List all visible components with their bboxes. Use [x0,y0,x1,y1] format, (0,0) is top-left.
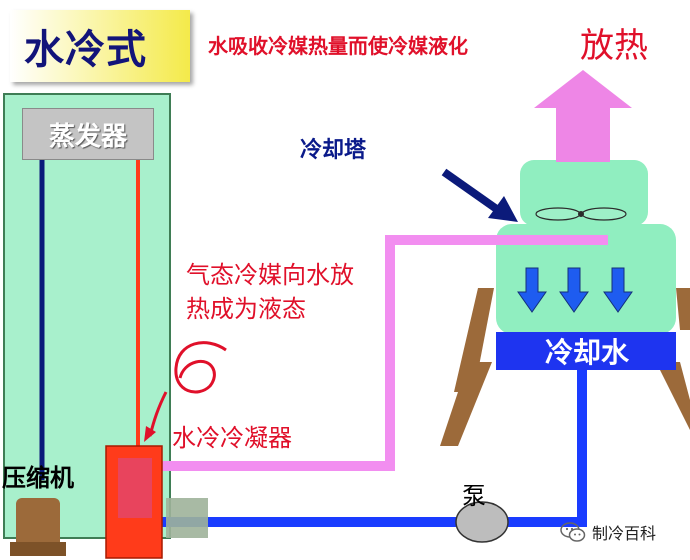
tower-leg-right-upper [676,288,690,330]
subtitle: 水吸收冷媒热量而使冷媒液化 [208,34,468,58]
evaporator-label: 蒸发器 [22,108,154,160]
gas-refrigerant-line1: 气态冷媒向水放 [186,261,354,289]
down-arrow-icon [603,267,633,313]
pump-body [455,501,509,543]
pump-label: 泵 [462,482,486,510]
condenser-label: 水冷冷凝器 [172,424,292,452]
page-title: 水冷式 [10,10,190,82]
down-arrow-icon [559,267,589,313]
condenser-coil [118,458,152,518]
tower-body [496,224,676,334]
compressor-body [16,498,60,550]
hot-water-pipe [124,235,608,471]
pointer-arrow-icon [441,168,518,222]
wechat-icon [560,522,586,542]
cooling-water-label: 冷却水 [544,336,629,369]
fan-icon [535,207,627,221]
down-arrow-icon [517,267,547,313]
tower-leg-right [656,362,690,430]
handwritten-six [174,341,227,394]
cooling-tower-label: 冷却塔 [300,138,367,163]
heat-release-label: 放热 [580,26,648,66]
pipe-fitting [166,498,208,538]
cooling-water-band [496,332,676,370]
compressor-base [10,542,66,556]
watermark-text: 制冷百科 [592,524,657,543]
gas-refrigerant-line2: 热成为液态 [186,295,306,323]
watermark: 制冷百科 [560,520,656,544]
tower-leg-left [440,362,492,446]
condenser-pointer-icon [144,391,168,442]
compressor-label: 压缩机 [2,464,74,492]
up-arrow-icon [534,70,632,162]
gas-refrigerant-label: 气态冷媒向水放 热成为液态 [186,258,406,326]
tower-leg-left-upper [454,288,494,392]
